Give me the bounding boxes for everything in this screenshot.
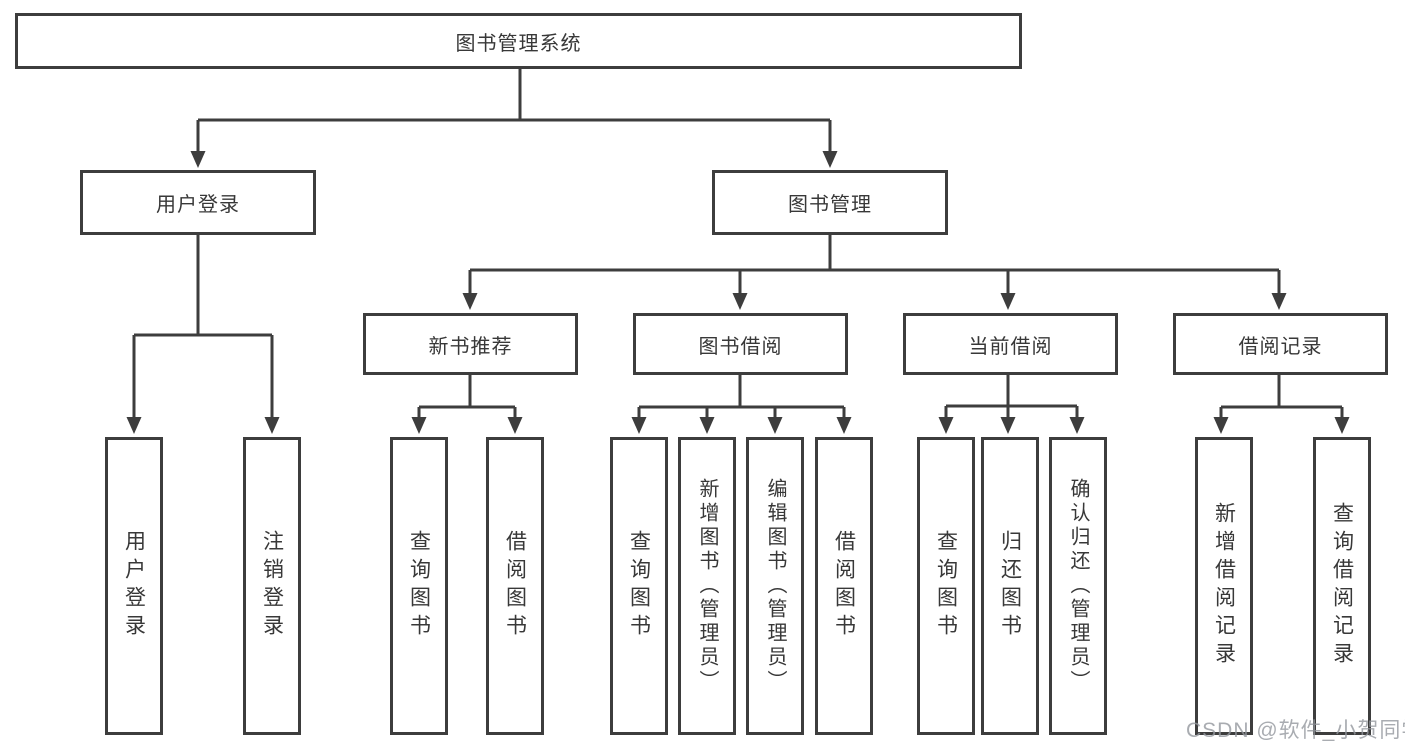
- node-leaf-user-login: 用户登录: [105, 437, 163, 735]
- node-label: 确认归还（管理员）: [1067, 478, 1089, 694]
- node-leaf-add-borrow-record: 新增借阅记录: [1195, 437, 1253, 735]
- node-label: 注销登录: [260, 530, 284, 642]
- node-book-borrowing: 图书借阅: [633, 313, 848, 375]
- node-label: 借阅图书: [832, 530, 856, 642]
- node-leaf-confirm-return-admin: 确认归还（管理员）: [1049, 437, 1107, 735]
- node-label: 查询图书: [407, 530, 431, 642]
- node-label: 图书管理系统: [455, 32, 582, 55]
- node-leaf-borrow-books: 借阅图书: [815, 437, 873, 735]
- node-leaf-query-books: 查询图书: [610, 437, 668, 735]
- node-label: 查询图书: [627, 530, 651, 642]
- node-leaf-query-books: 查询图书: [917, 437, 975, 735]
- node-leaf-logout: 注销登录: [243, 437, 301, 735]
- node-leaf-add-books-admin: 新增图书（管理员）: [678, 437, 736, 735]
- node-label: 借阅记录: [1238, 335, 1323, 358]
- node-leaf-return-books: 归还图书: [981, 437, 1039, 735]
- node-label: 用户登录: [156, 194, 240, 216]
- node-leaf-borrow-books: 借阅图书: [486, 437, 544, 735]
- node-label: 新书推荐: [428, 335, 513, 358]
- node-library-management-system: 图书管理系统: [15, 13, 1022, 69]
- node-borrowing-records: 借阅记录: [1173, 313, 1388, 375]
- node-label: 当前借阅: [968, 335, 1053, 358]
- node-leaf-edit-books-admin: 编辑图书（管理员）: [746, 437, 804, 735]
- node-label: 归还图书: [998, 530, 1022, 642]
- node-label: 新增图书（管理员）: [696, 478, 718, 694]
- node-label: 查询图书: [934, 530, 958, 642]
- node-book-management: 图书管理: [712, 170, 948, 235]
- node-leaf-query-borrow-record: 查询借阅记录: [1313, 437, 1371, 735]
- node-leaf-query-books: 查询图书: [390, 437, 448, 735]
- node-label: 新增借阅记录: [1212, 502, 1236, 670]
- node-user-login: 用户登录: [80, 170, 316, 235]
- node-new-book-recommendation: 新书推荐: [363, 313, 578, 375]
- node-label: 借阅图书: [503, 530, 527, 642]
- node-label: 用户登录: [122, 530, 146, 642]
- csdn-watermark: CSDN @软件_小贺同学: [1186, 719, 1405, 742]
- node-label: 图书借阅: [698, 335, 783, 358]
- node-current-borrowing: 当前借阅: [903, 313, 1118, 375]
- node-label: 编辑图书（管理员）: [764, 478, 786, 694]
- node-label: 图书管理: [788, 194, 872, 216]
- node-label: 查询借阅记录: [1330, 502, 1354, 670]
